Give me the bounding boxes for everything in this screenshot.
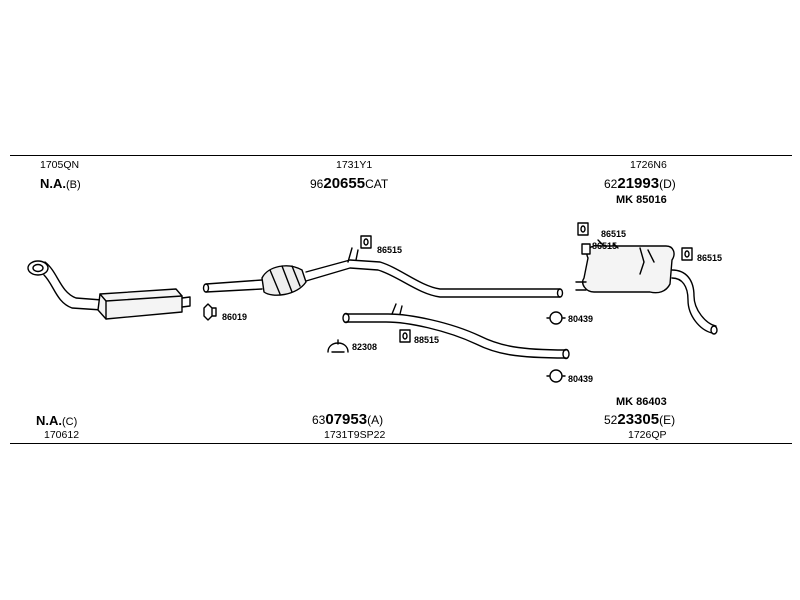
catalytic-pipe (202, 247, 564, 298)
bottom-right-part: 5223305(E) (604, 412, 675, 427)
bottom-rule (10, 443, 792, 444)
bottom-right-code: 1726QP (628, 429, 667, 441)
top-left-main: N.A. (40, 176, 66, 191)
part-86515-a: 86515 (377, 245, 403, 255)
top-right-main: 21993 (617, 175, 660, 192)
bottom-left-main: N.A. (36, 413, 62, 428)
front-pipe (27, 260, 103, 311)
top-center-prefix: 96 (310, 177, 324, 191)
bottom-right-main: 23305 (617, 411, 660, 428)
part-82308: 82308 (352, 342, 378, 352)
top-left-part: N.A.(B) (40, 177, 81, 191)
top-right-extra: MK 85016 (616, 194, 667, 206)
intermediate-pipe (342, 303, 570, 360)
top-center-code: 1731Y1 (336, 159, 373, 171)
bottom-left-code: 170612 (44, 429, 80, 441)
rear-muffler (575, 239, 718, 335)
part-80439-a: 80439 (568, 314, 594, 324)
bottom-center-main: 07953 (325, 411, 368, 428)
top-right-suffix: (D) (659, 177, 676, 191)
top-right-code: 1726N6 (630, 159, 667, 171)
bottom-left-part: N.A.(C) (36, 414, 77, 428)
part-86515-c: 86515 (592, 241, 618, 251)
part-86515-d: 86515 (697, 253, 723, 263)
hanger-icons (203, 222, 693, 343)
top-center-part: 9620655CAT (310, 176, 388, 191)
top-left-suffix: (B) (66, 179, 81, 191)
bottom-right-prefix: 52 (604, 413, 618, 427)
part-88515: 88515 (414, 335, 440, 345)
top-center-suffix: CAT (365, 177, 389, 191)
part-86515-b: 86515 (601, 229, 627, 239)
bottom-left-suffix: (C) (62, 416, 78, 428)
top-rule (10, 155, 792, 156)
top-right-part: 6221993(D) (604, 176, 676, 191)
bottom-center-prefix: 63 (312, 413, 326, 427)
top-right-prefix: 62 (604, 177, 618, 191)
bottom-center-code: 1731T9SP22 (324, 429, 386, 441)
top-center-main: 20655 (323, 175, 366, 192)
bottom-right-extra: MK 86403 (616, 396, 667, 408)
bottom-center-part: 6307953(A) (312, 412, 383, 427)
part-86019: 86019 (222, 312, 248, 322)
clamp-icons (327, 311, 566, 383)
top-left-code: 1705QN (40, 159, 80, 171)
front-muffler (97, 288, 191, 320)
part-80439-b: 80439 (568, 374, 594, 384)
bottom-center-suffix: (A) (367, 413, 384, 427)
bottom-right-suffix: (E) (659, 413, 676, 427)
